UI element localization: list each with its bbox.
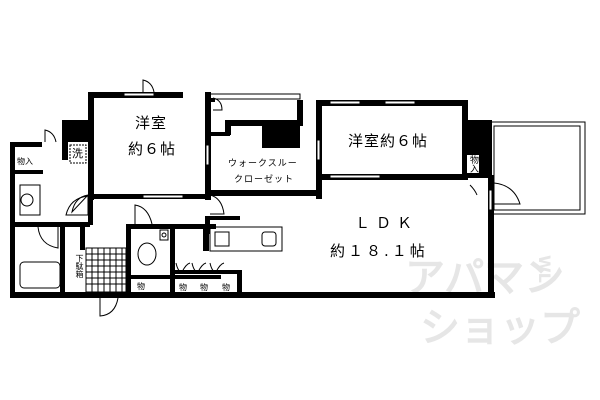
watermark-mark: WL	[535, 255, 554, 283]
storage-small-3: 物	[199, 283, 209, 292]
room-closet-line1: ウォークスルー	[228, 159, 298, 169]
room-western-2-label: 洋室約６帖	[348, 132, 429, 150]
washer-tag: 洗	[71, 147, 84, 160]
storage-small-1: 物	[136, 282, 146, 291]
storage-small-4: 物	[221, 283, 231, 292]
watermark-line2: ショップ	[420, 305, 580, 351]
room-closet-line2: クローゼット	[234, 175, 295, 185]
storage-left-tag: 物入	[16, 157, 34, 166]
storage-small-2: 物	[178, 283, 188, 292]
room-western-1-size: 約６帖	[128, 140, 177, 158]
shoe-box-tag: 下駄箱	[75, 254, 84, 278]
room-western-1-name: 洋室	[135, 114, 168, 132]
room-ldk-name: ＬＤＫ	[355, 214, 419, 232]
room-ldk-size: 約１８.１帖	[330, 242, 428, 260]
storage-right-tag: 物入	[467, 155, 479, 173]
